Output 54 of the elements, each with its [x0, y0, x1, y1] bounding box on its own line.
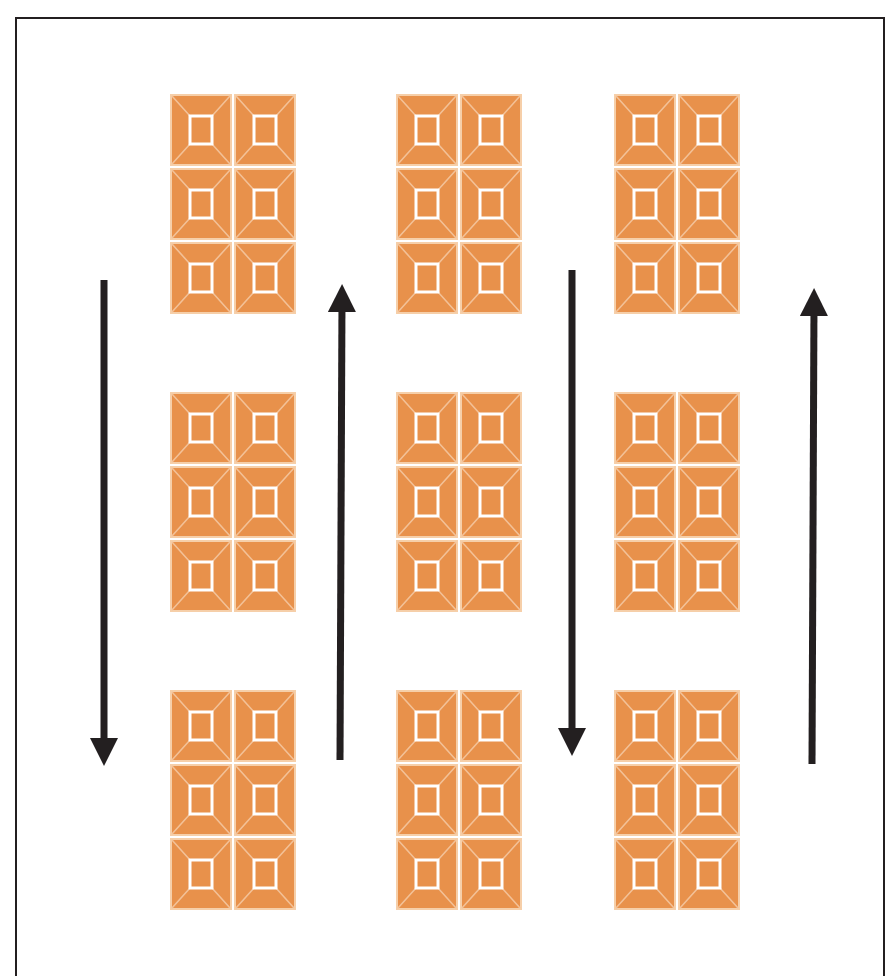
tile-block [460, 168, 522, 240]
tile-block [614, 690, 676, 762]
tile-block [396, 764, 458, 836]
tile-block [460, 94, 522, 166]
tile-block [170, 466, 232, 538]
tile-block [678, 94, 740, 166]
tile-block [460, 540, 522, 612]
tile-block [614, 242, 676, 314]
tile-block [234, 392, 296, 464]
tile-block [614, 764, 676, 836]
tile-block [678, 540, 740, 612]
tile-block [614, 168, 676, 240]
tile-block [170, 764, 232, 836]
tile-block [678, 392, 740, 464]
tile-block [460, 838, 522, 910]
tile-block [460, 392, 522, 464]
tile-block [170, 838, 232, 910]
tile-block [678, 764, 740, 836]
tile-block [460, 690, 522, 762]
tile-block [614, 94, 676, 166]
tile-block [170, 690, 232, 762]
tile-block [234, 94, 296, 166]
tile-block [678, 838, 740, 910]
tile-block [460, 764, 522, 836]
tile-block [234, 764, 296, 836]
tile-block [396, 168, 458, 240]
tile-block [614, 838, 676, 910]
tile-block [234, 690, 296, 762]
tile-block [614, 392, 676, 464]
tile-block [678, 690, 740, 762]
tile-block [460, 242, 522, 314]
tile-block [170, 392, 232, 464]
tile-block [234, 466, 296, 538]
tile-block [396, 838, 458, 910]
tile-block [170, 94, 232, 166]
tile-block [460, 466, 522, 538]
tile-block [234, 540, 296, 612]
tile-block [170, 168, 232, 240]
tile-block [234, 242, 296, 314]
tile-block [678, 466, 740, 538]
tile-block [678, 242, 740, 314]
tile-block [170, 242, 232, 314]
tile-block [396, 94, 458, 166]
tile-block [396, 690, 458, 762]
tile-block [614, 466, 676, 538]
tile-block [396, 540, 458, 612]
tile-block [614, 540, 676, 612]
tile-block [234, 838, 296, 910]
tile-block [396, 392, 458, 464]
tile-block [396, 466, 458, 538]
tile-block [170, 540, 232, 612]
tile-block [234, 168, 296, 240]
tile-block [678, 168, 740, 240]
tile-block [396, 242, 458, 314]
